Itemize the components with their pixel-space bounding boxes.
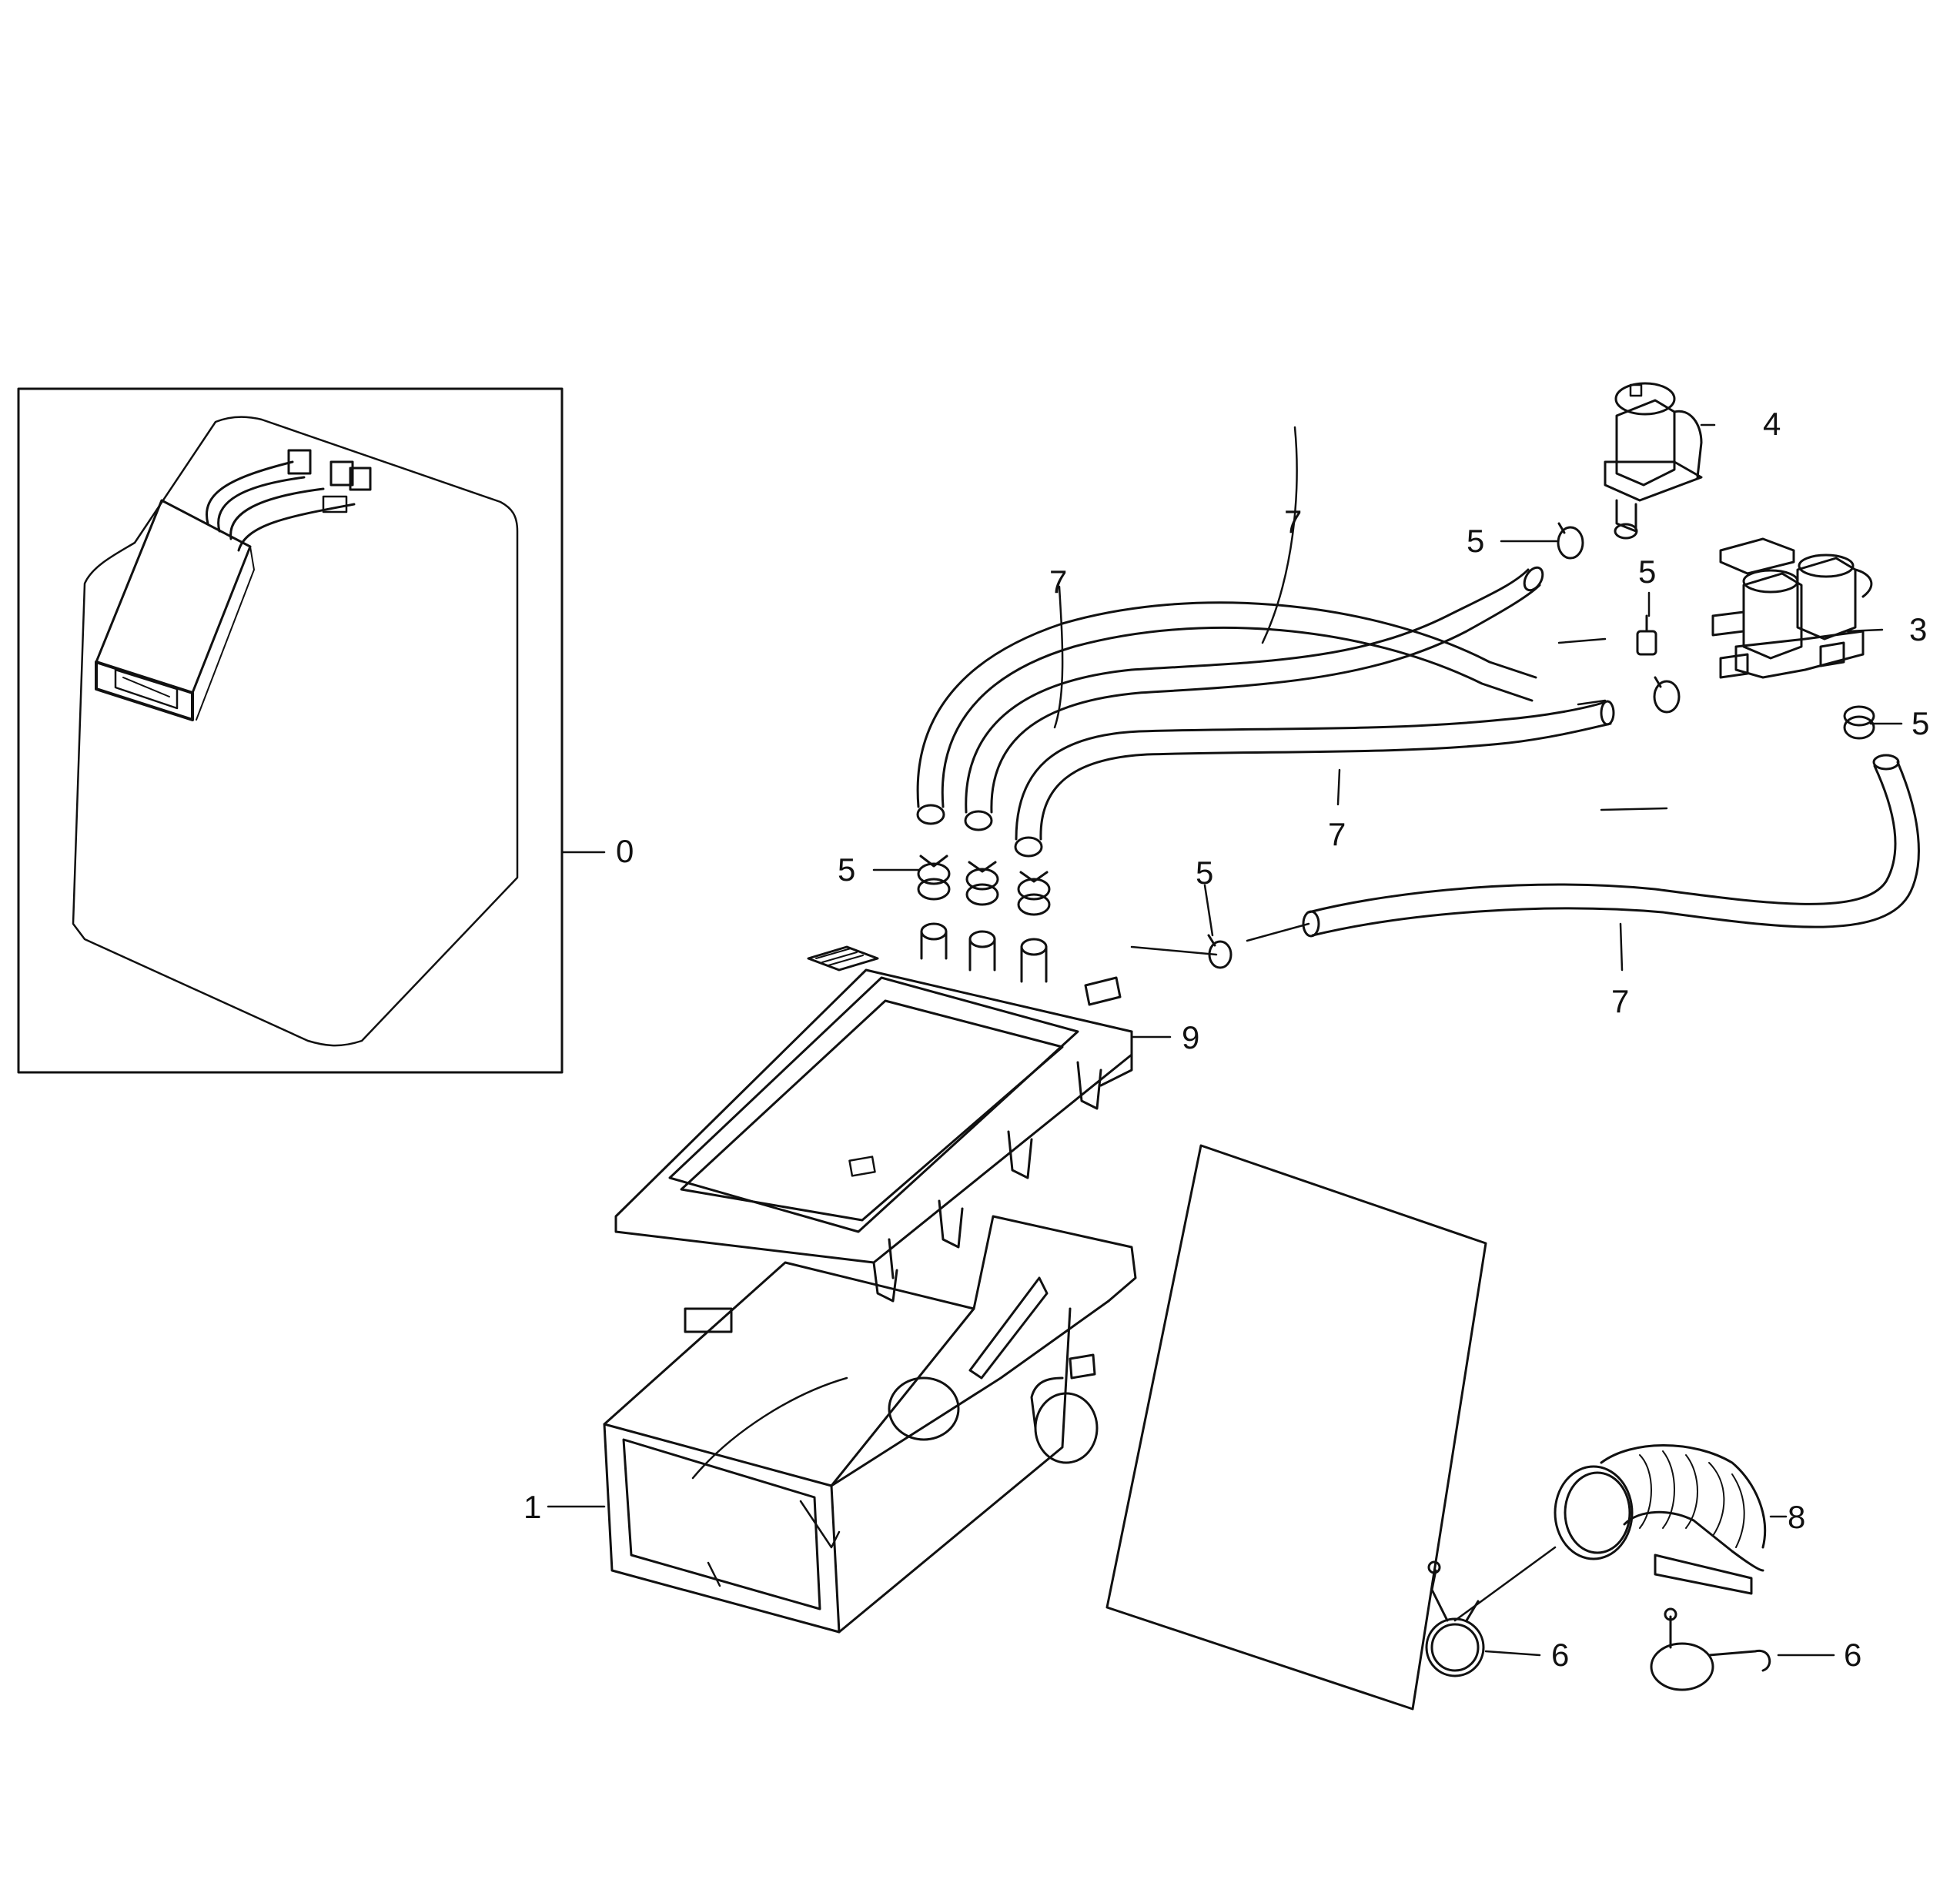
callout-5-inlet: 5 xyxy=(838,851,855,888)
callout-3: 3 xyxy=(1909,611,1927,647)
mini-dispenser-housing xyxy=(95,499,255,721)
callout-9: 9 xyxy=(1182,1019,1199,1055)
hose-clamps xyxy=(917,522,1875,969)
cover-inlet-ports xyxy=(920,922,1122,1006)
callout-5-valve: 5 xyxy=(1638,554,1656,590)
water-valve-single xyxy=(1604,382,1703,540)
callout-7-bottom: 7 xyxy=(1611,983,1629,1019)
callout-5-top: 5 xyxy=(1467,523,1484,559)
spring-clamp-left xyxy=(1425,1560,1485,1677)
inset-frame xyxy=(17,387,564,1074)
dispenser-housing xyxy=(603,1215,1137,1634)
callout-7-top: 7 xyxy=(1284,503,1302,540)
clamp-valve-4 xyxy=(1557,522,1584,560)
dispenser-cover xyxy=(614,922,1133,1303)
mini-valves xyxy=(287,449,372,513)
callout-6-left: 6 xyxy=(1551,1637,1569,1673)
callout-5-port: 5 xyxy=(1196,855,1213,891)
hose-lower-right xyxy=(1302,754,1920,938)
callout-8: 8 xyxy=(1788,1499,1805,1535)
hose-upper-left-1 xyxy=(916,601,1537,825)
callout-0: 0 xyxy=(616,833,634,869)
callout-7-left: 7 xyxy=(1049,564,1067,600)
sealing-plate xyxy=(1105,1144,1487,1711)
cover-tab xyxy=(807,945,879,972)
bellows-hose xyxy=(1554,1444,1767,1595)
hose-upper-left-2 xyxy=(964,566,1544,831)
assembly-inset xyxy=(17,387,564,1074)
spring-clamp-right xyxy=(1650,1607,1771,1691)
hoses xyxy=(916,566,1920,938)
clamp-inlet-2 xyxy=(965,861,999,906)
callout-6-right: 6 xyxy=(1844,1637,1861,1673)
clamp-inlet-3 xyxy=(1017,871,1051,916)
clamp-side-port xyxy=(1207,934,1233,969)
callout-labels: 0 9 1 4 3 8 6 6 7 7 7 7 5 5 5 5 5 xyxy=(523,406,1929,1673)
hose-upper-left-3 xyxy=(1014,700,1615,858)
clamp-inlet-1 xyxy=(917,855,951,901)
water-valve-double xyxy=(1711,537,1873,679)
cabinet-outline xyxy=(72,416,519,1047)
clamp-valve-3-lower xyxy=(1843,705,1875,740)
clamp-valve-3-upper xyxy=(1636,614,1657,656)
callout-1: 1 xyxy=(523,1489,541,1525)
mini-hoses xyxy=(206,460,356,552)
callout-5-right: 5 xyxy=(1912,705,1929,741)
callout-4: 4 xyxy=(1763,406,1781,442)
callout-7-middle: 7 xyxy=(1328,816,1346,852)
clamp-valve-3-middle xyxy=(1653,676,1681,714)
leader-lines xyxy=(547,423,1903,1657)
